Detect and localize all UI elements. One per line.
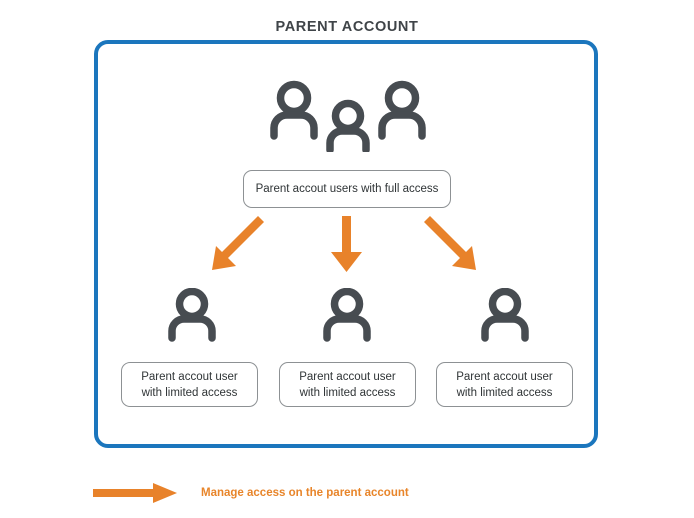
person-icon-svg: [481, 287, 529, 342]
legend-label: Manage access on the parent account: [201, 487, 409, 499]
three-people-icon-svg: [270, 80, 426, 154]
page-title: PARENT ACCOUNT: [275, 19, 419, 35]
full-access-label-text: Parent accout users with full access: [255, 183, 439, 195]
arrow-right-icon: [93, 483, 177, 503]
full-access-label-box: Parent accout users with full access: [243, 170, 451, 208]
three-people-icon: [268, 80, 428, 154]
arrow-down-left-icon: [212, 216, 264, 270]
limited-access-label-box: Parent accout user with limited access: [279, 362, 416, 407]
limited-access-label-line2: with limited access: [141, 386, 238, 399]
legend: Manage access on the parent account: [93, 481, 409, 505]
limited-access-label-line1: Parent accout user: [456, 370, 553, 383]
arrow-down-right-icon: [424, 216, 476, 270]
limited-access-label-line2: with limited access: [299, 386, 396, 399]
person-icon: [163, 287, 221, 342]
limited-access-label-box: Parent accout user with limited access: [436, 362, 573, 407]
limited-access-label-box: Parent accout user with limited access: [121, 362, 258, 407]
person-icon-svg: [168, 287, 216, 342]
limited-access-label-line1: Parent accout user: [141, 370, 238, 383]
person-icon-svg: [323, 287, 371, 342]
person-icon: [476, 287, 534, 342]
limited-access-label-line2: with limited access: [456, 386, 553, 399]
person-icon: [318, 287, 376, 342]
limited-access-label-line1: Parent accout user: [299, 370, 396, 383]
arrow-down-icon: [331, 216, 362, 272]
